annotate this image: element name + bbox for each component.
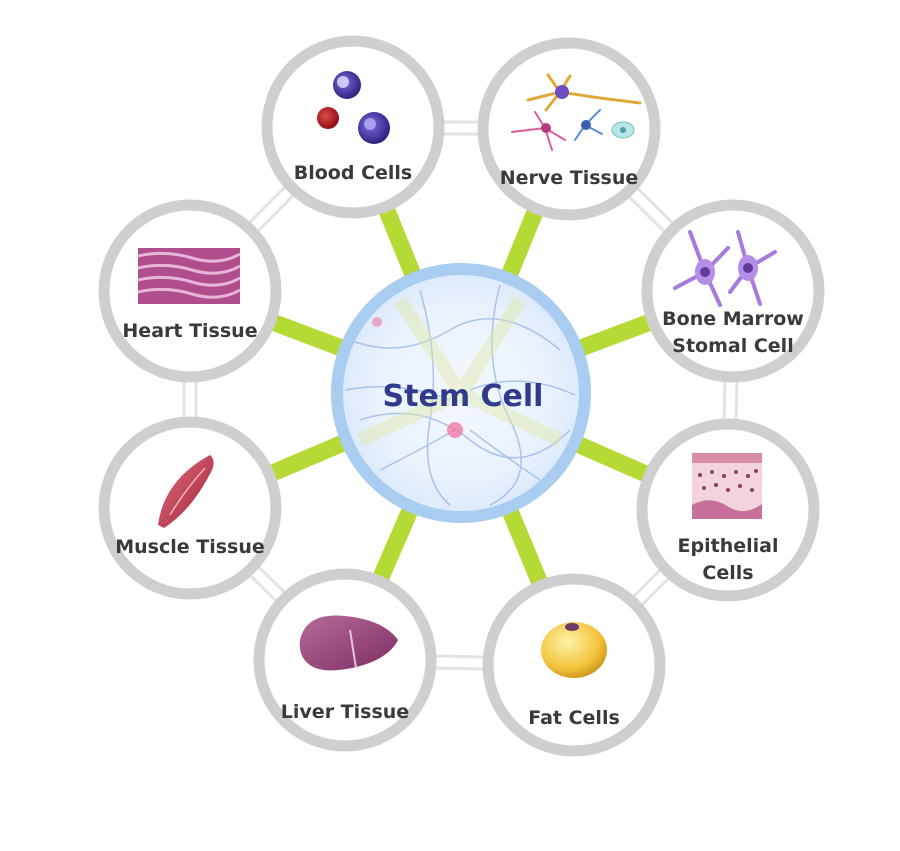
label-line: Muscle Tissue xyxy=(115,536,265,558)
label-line: Bone Marrow xyxy=(662,308,804,330)
label-line: Cells xyxy=(702,562,753,584)
heart-tissue-illustration xyxy=(137,248,241,304)
center-label: Stem Cell xyxy=(383,379,544,414)
node-label-nerve-tissue: Nerve Tissue xyxy=(500,167,639,189)
node-label-muscle-tissue: Muscle Tissue xyxy=(115,536,265,558)
liver-tissue-illustration xyxy=(299,615,398,671)
fat-cells-illustration xyxy=(541,622,607,678)
muscle-tissue-illustration xyxy=(158,455,214,528)
node-label-bone-marrow: Bone Marrow Stomal Cell xyxy=(662,308,804,357)
label-line: Liver Tissue xyxy=(281,701,409,723)
label-line: Epithelial xyxy=(678,535,779,557)
epithelial-illustration xyxy=(692,453,762,519)
node-ring-muscle-tissue xyxy=(98,416,282,600)
label-line: Nerve Tissue xyxy=(500,167,639,189)
node-ring-nerve-tissue xyxy=(477,37,661,221)
node-label-blood-cells: Blood Cells xyxy=(294,162,412,184)
label-line: Fat Cells xyxy=(528,707,620,729)
node-label-liver-tissue: Liver Tissue xyxy=(281,701,409,723)
label-line: Blood Cells xyxy=(294,162,412,184)
blood-cells-illustration xyxy=(317,71,390,144)
node-label-heart-tissue: Heart Tissue xyxy=(122,320,257,342)
node-ring-blood-cells xyxy=(261,35,445,219)
nerve-tissue-illustration xyxy=(511,73,642,151)
label-line: Stomal Cell xyxy=(672,335,793,357)
bone-marrow-illustration xyxy=(673,230,777,307)
center-node: Stem Cell xyxy=(331,263,591,523)
node-label-epithelial: Epithelial Cells xyxy=(678,535,779,584)
label-line: Heart Tissue xyxy=(122,320,257,342)
node-label-fat-cells: Fat Cells xyxy=(528,707,620,729)
center-texture xyxy=(344,284,576,506)
